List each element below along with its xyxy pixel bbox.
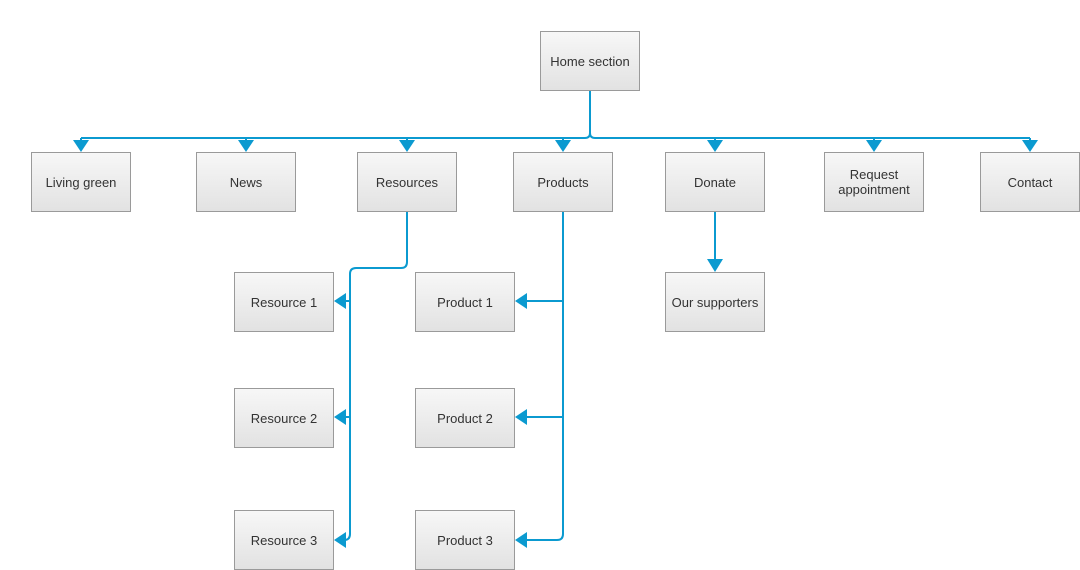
arrow-product-3	[515, 532, 527, 548]
node-label: News	[229, 174, 263, 190]
node-label: Product 2	[437, 410, 493, 426]
arrow-donate	[707, 140, 723, 152]
node-label: Products	[537, 174, 589, 190]
node-donate[interactable]: Donate	[665, 152, 765, 212]
connector-products-trunk	[525, 212, 564, 541]
arrow-resources	[399, 140, 415, 152]
node-label: Resource 2	[250, 410, 318, 426]
node-label: Resource 1	[250, 294, 318, 310]
connector-home-bar-right	[589, 132, 1030, 139]
node-contact[interactable]: Contact	[980, 152, 1080, 212]
node-news[interactable]: News	[196, 152, 296, 212]
node-label: Resources	[375, 174, 439, 190]
arrow-resource-2	[334, 409, 346, 425]
node-resource-1[interactable]: Resource 1	[234, 272, 334, 332]
arrow-request	[866, 140, 882, 152]
arrow-news	[238, 140, 254, 152]
node-products[interactable]: Products	[513, 152, 613, 212]
connector-home-trunk	[81, 91, 591, 139]
node-label: Contact	[1007, 174, 1053, 190]
node-resource-2[interactable]: Resource 2	[234, 388, 334, 448]
arrow-resource-1	[334, 293, 346, 309]
node-resources[interactable]: Resources	[357, 152, 457, 212]
connector-resources-trunk	[343, 212, 408, 541]
node-product-1[interactable]: Product 1	[415, 272, 515, 332]
node-label: Resource 3	[250, 532, 318, 548]
arrow-living-green	[73, 140, 89, 152]
node-living-green[interactable]: Living green	[31, 152, 131, 212]
node-label: Living green	[45, 174, 117, 190]
node-label: Home section	[550, 53, 630, 69]
node-label: Product 1	[437, 294, 493, 310]
arrow-product-1	[515, 293, 527, 309]
node-label: Request appointment	[838, 167, 910, 197]
arrow-contact	[1022, 140, 1038, 152]
node-label: Our supporters	[671, 294, 759, 310]
node-resource-3[interactable]: Resource 3	[234, 510, 334, 570]
node-request-appointment[interactable]: Request appointment	[824, 152, 924, 212]
arrow-our-supporters	[707, 259, 723, 272]
node-label: Donate	[694, 174, 736, 190]
node-home-section[interactable]: Home section	[540, 31, 640, 91]
arrow-product-2	[515, 409, 527, 425]
node-product-2[interactable]: Product 2	[415, 388, 515, 448]
arrow-products	[555, 140, 571, 152]
arrow-resource-3	[334, 532, 346, 548]
node-product-3[interactable]: Product 3	[415, 510, 515, 570]
node-our-supporters[interactable]: Our supporters	[665, 272, 765, 332]
node-label: Product 3	[437, 532, 493, 548]
